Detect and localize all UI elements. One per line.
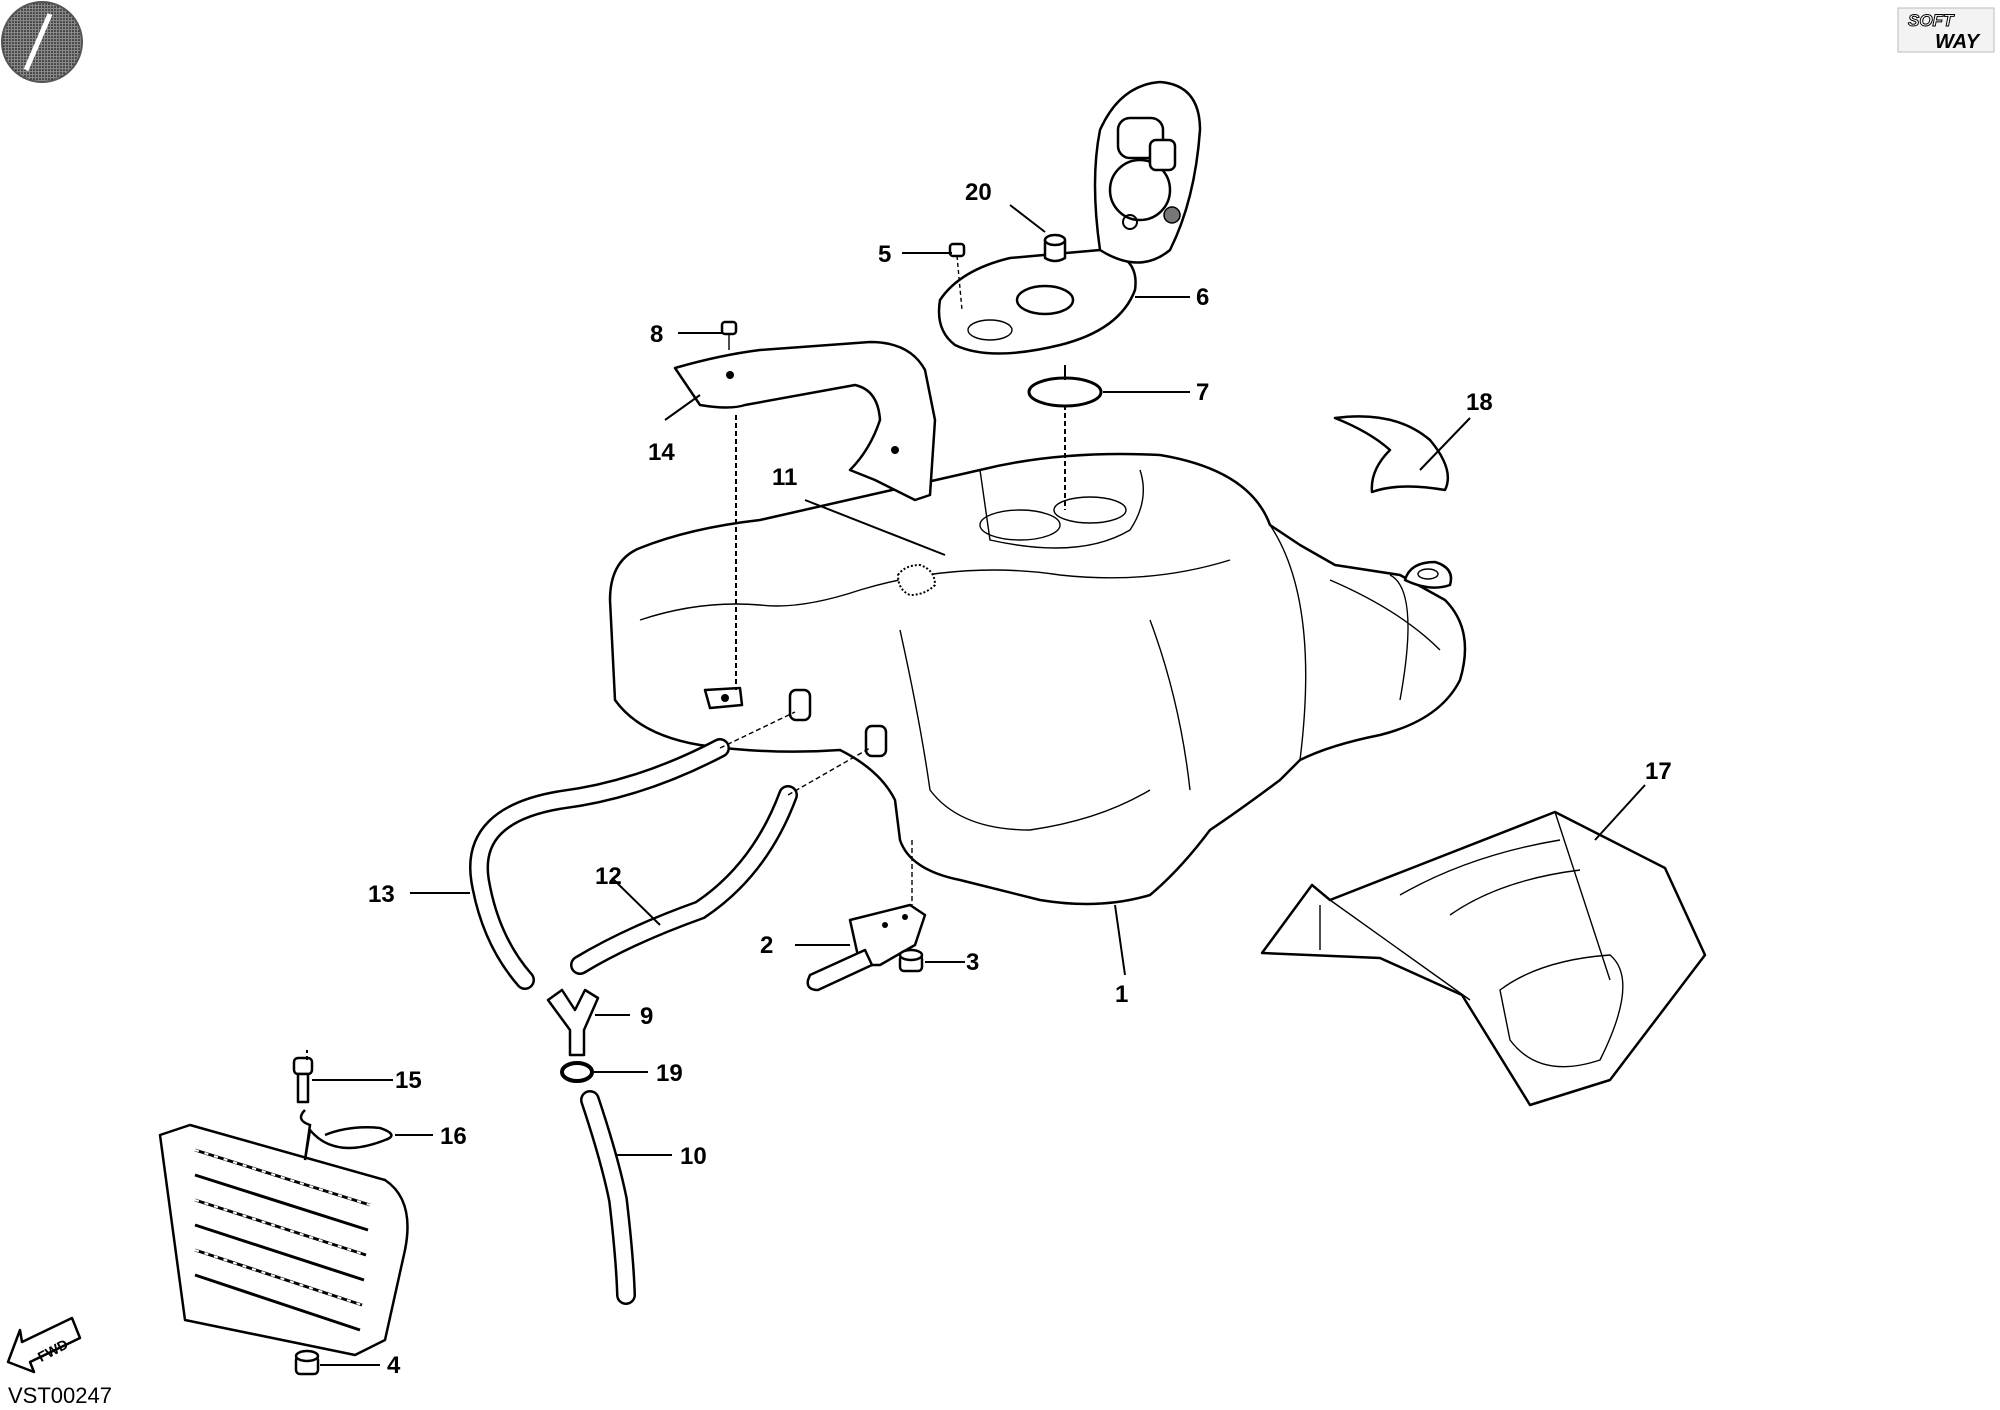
- part-7-o-ring: [1027, 376, 1103, 408]
- part-14-bracket: [673, 340, 937, 502]
- callout-1: 1: [1115, 981, 1128, 1008]
- part-12-hose: [572, 787, 796, 973]
- callout-numbers: 1 2 3 4 5 6 7 8 9 10 11 12 13 14 15 16 1…: [368, 179, 1672, 1379]
- callout-4: 4: [387, 1352, 401, 1379]
- callout-12: 12: [595, 863, 622, 890]
- part-20-cap: [1043, 233, 1067, 263]
- part-3-grommet: [898, 948, 924, 973]
- part-2-valve: [806, 903, 927, 992]
- callout-3: 3: [966, 949, 979, 976]
- leader-lines: [306, 204, 1646, 1366]
- callout-11: 11: [772, 464, 797, 491]
- part-1-fuel-tank: [608, 452, 1467, 906]
- callout-19: 19: [656, 1060, 683, 1087]
- callout-16: 16: [440, 1123, 467, 1150]
- callout-10: 10: [680, 1143, 707, 1170]
- part-17-seat-cover: [1260, 810, 1707, 1107]
- callout-18: 18: [1466, 389, 1493, 416]
- part-8-screw: [720, 320, 738, 350]
- brand-logo: SOFT WAY: [1897, 7, 1995, 53]
- part-18-trim: [1333, 415, 1450, 494]
- brand-line-2: WAY: [1935, 31, 1981, 53]
- callout-9: 9: [640, 1003, 653, 1030]
- callout-8: 8: [650, 321, 663, 348]
- part-16-cable: [299, 1109, 393, 1161]
- part-15-bolt: [292, 1056, 314, 1104]
- callout-20: 20: [965, 179, 992, 206]
- part-10-hose: [582, 1092, 634, 1303]
- fwd-arrow-icon: FWD: [6, 1316, 82, 1374]
- brand-line-1: SOFT: [1908, 11, 1955, 30]
- part-11-clip: [896, 563, 937, 597]
- corner-logo-icon: [1, 1, 83, 83]
- callout-7: 7: [1196, 379, 1209, 406]
- callout-15: 15: [395, 1067, 422, 1094]
- callout-13: 13: [368, 881, 395, 908]
- callout-14: 14: [648, 439, 675, 466]
- part-4-grommet: [294, 1349, 320, 1376]
- drawing-code: VST00247: [8, 1383, 112, 1408]
- callout-2: 2: [760, 932, 773, 959]
- callout-17: 17: [1645, 758, 1672, 785]
- callout-5: 5: [878, 241, 891, 268]
- part-9-y-connector: [546, 988, 600, 1057]
- part-5-screw: [948, 242, 966, 311]
- part-6-filler-cap: [937, 80, 1202, 355]
- part-grille-cover: [158, 1123, 409, 1357]
- callout-6: 6: [1196, 284, 1209, 311]
- part-19-clamp: [560, 1061, 594, 1083]
